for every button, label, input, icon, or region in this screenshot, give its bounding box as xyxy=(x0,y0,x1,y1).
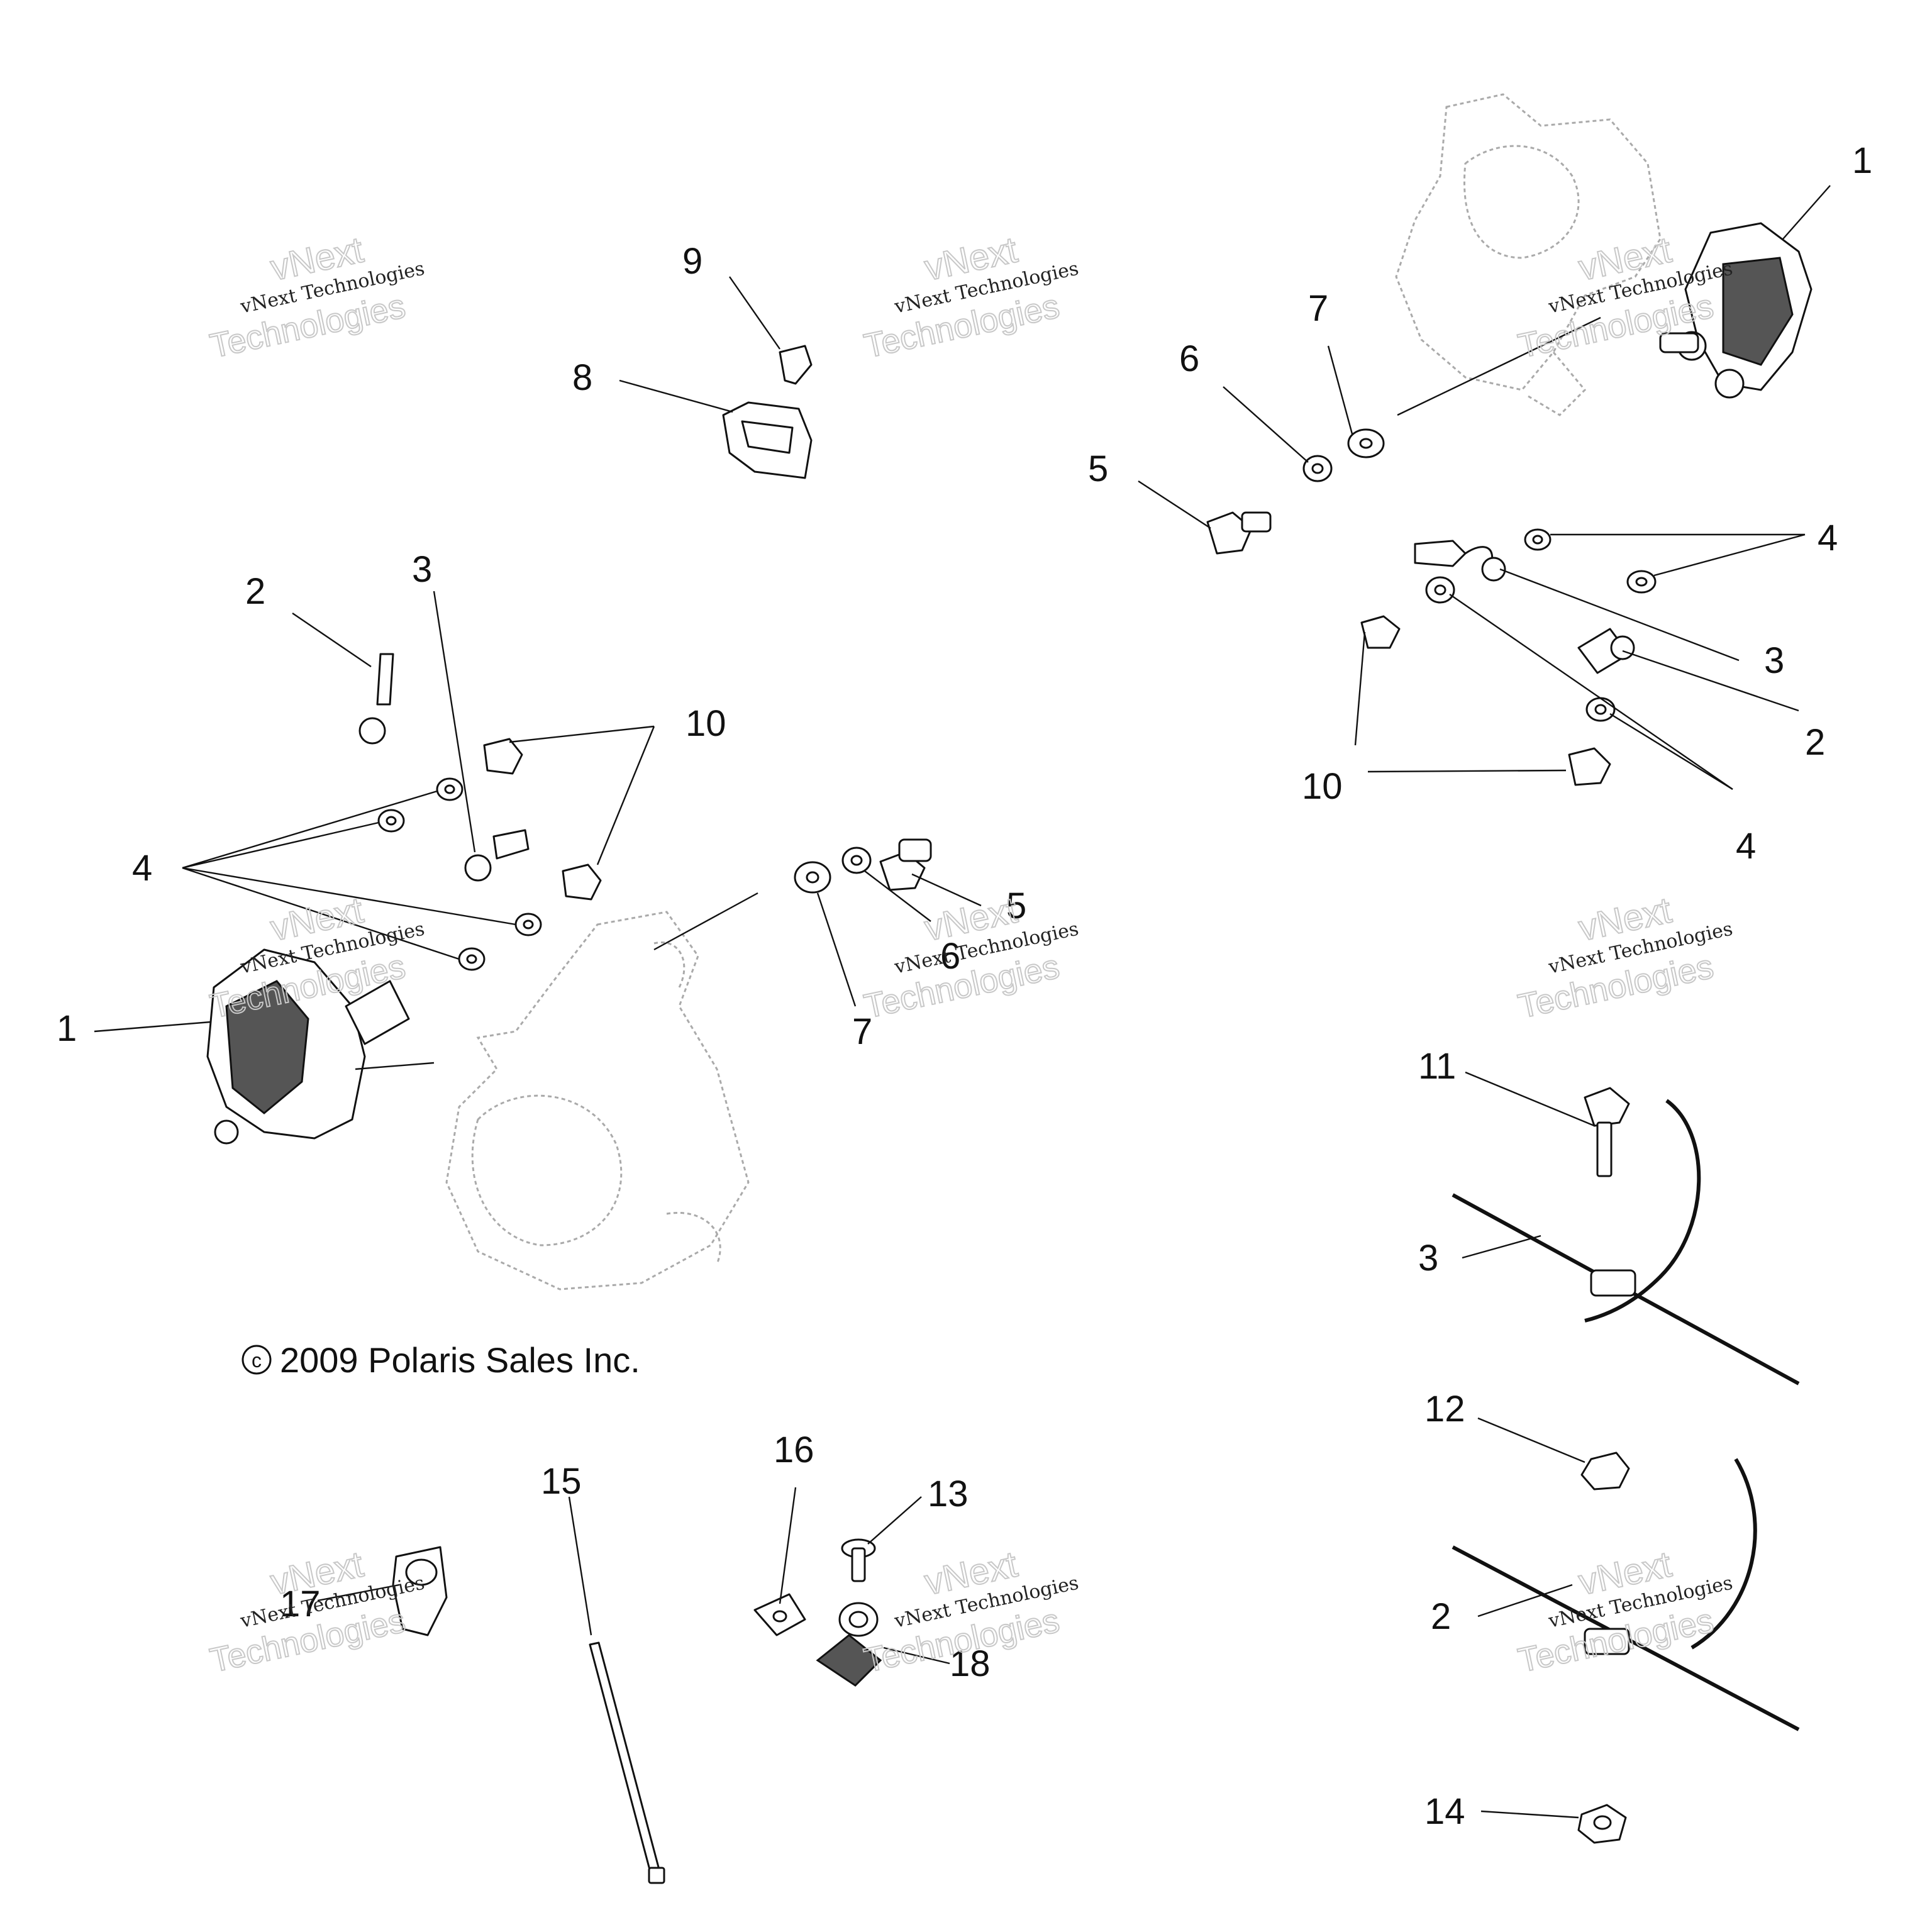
callout-2-left: 2 xyxy=(245,571,265,612)
banjo-2-right xyxy=(1577,628,1635,674)
washer-7-center xyxy=(794,861,831,894)
callout-5-top-right: 5 xyxy=(1088,448,1108,489)
bolt-10-right-b xyxy=(1568,747,1611,786)
callout-7-top-right: 7 xyxy=(1308,288,1328,329)
brake-caliper-left xyxy=(206,948,410,1145)
callout-1-left: 1 xyxy=(57,1008,77,1049)
bolt-10-right-a xyxy=(1360,615,1401,649)
callout-4-top-right-a: 4 xyxy=(1818,518,1838,558)
brake-line-assembly-2 xyxy=(1452,1458,1800,1731)
nut-12 xyxy=(1580,1452,1630,1491)
nut-14 xyxy=(1577,1804,1627,1844)
brake-caliper-right xyxy=(1659,222,1813,399)
clip-16 xyxy=(753,1593,806,1636)
bolt-5-center xyxy=(879,838,932,891)
callout-9: 9 xyxy=(682,241,702,282)
copyright-notice: c 2009 Polaris Sales Inc. xyxy=(242,1340,640,1380)
callout-8: 8 xyxy=(572,357,592,398)
callout-17: 17 xyxy=(280,1584,321,1624)
washer-6-center xyxy=(841,847,872,874)
bracket-8 xyxy=(722,401,813,479)
callout-7-center: 7 xyxy=(852,1011,872,1052)
bolt-5-right xyxy=(1206,511,1272,555)
banjo-3-left xyxy=(464,829,530,882)
callout-1-top-right: 1 xyxy=(1852,140,1872,181)
cable-tie-15 xyxy=(589,1641,665,1884)
callout-2-top-right: 2 xyxy=(1805,722,1825,763)
callout-6-center: 6 xyxy=(940,936,960,977)
screw-9 xyxy=(779,345,813,385)
washer-7-right xyxy=(1347,428,1385,458)
bolt-11 xyxy=(1584,1087,1630,1177)
copyright-symbol: c xyxy=(252,1349,262,1372)
bolt-10-left-b xyxy=(562,863,602,901)
callout-13: 13 xyxy=(928,1474,969,1514)
banjo-2-left xyxy=(358,653,394,745)
callout-12: 12 xyxy=(1424,1389,1465,1430)
ghost-knuckle-center xyxy=(445,911,750,1291)
callout-15: 15 xyxy=(541,1461,582,1502)
callout-3-left: 3 xyxy=(412,549,432,590)
callout-10-top-right: 10 xyxy=(1302,766,1343,807)
washers-4-left xyxy=(377,777,542,971)
callout-4-top-right-b: 4 xyxy=(1736,826,1756,867)
washer-6-right xyxy=(1302,455,1333,482)
clamp-18 xyxy=(816,1602,882,1687)
callout-2-right: 2 xyxy=(1431,1596,1451,1637)
callout-14: 14 xyxy=(1424,1791,1465,1832)
screw-13 xyxy=(841,1538,876,1582)
leader-lines xyxy=(94,185,1831,1819)
callout-16: 16 xyxy=(774,1430,814,1470)
callout-3-top-right: 3 xyxy=(1764,640,1784,681)
callout-6-top-right: 6 xyxy=(1179,338,1199,379)
callout-11: 11 xyxy=(1418,1046,1456,1087)
ghost-knuckle-top-right xyxy=(1395,93,1662,416)
bolt-10-left-a xyxy=(483,738,523,775)
callout-4-left: 4 xyxy=(132,848,152,889)
callout-10-left: 10 xyxy=(686,703,726,744)
copyright-icon xyxy=(242,1345,272,1375)
brake-line-assembly-3 xyxy=(1452,1099,1800,1385)
washers-4-right-top xyxy=(1524,528,1657,594)
callout-labels: 1 7 6 5 4 3 2 10 4 9 8 2 3 10 4 1 5 6 7 … xyxy=(57,140,1872,1832)
callout-18: 18 xyxy=(950,1643,991,1684)
copyright-text: 2009 Polaris Sales Inc. xyxy=(280,1340,640,1380)
bracket-17 xyxy=(392,1546,448,1636)
brake-line-fitting-right xyxy=(1414,540,1506,582)
callout-3-right: 3 xyxy=(1418,1238,1438,1279)
callout-5-center: 5 xyxy=(1006,886,1026,926)
